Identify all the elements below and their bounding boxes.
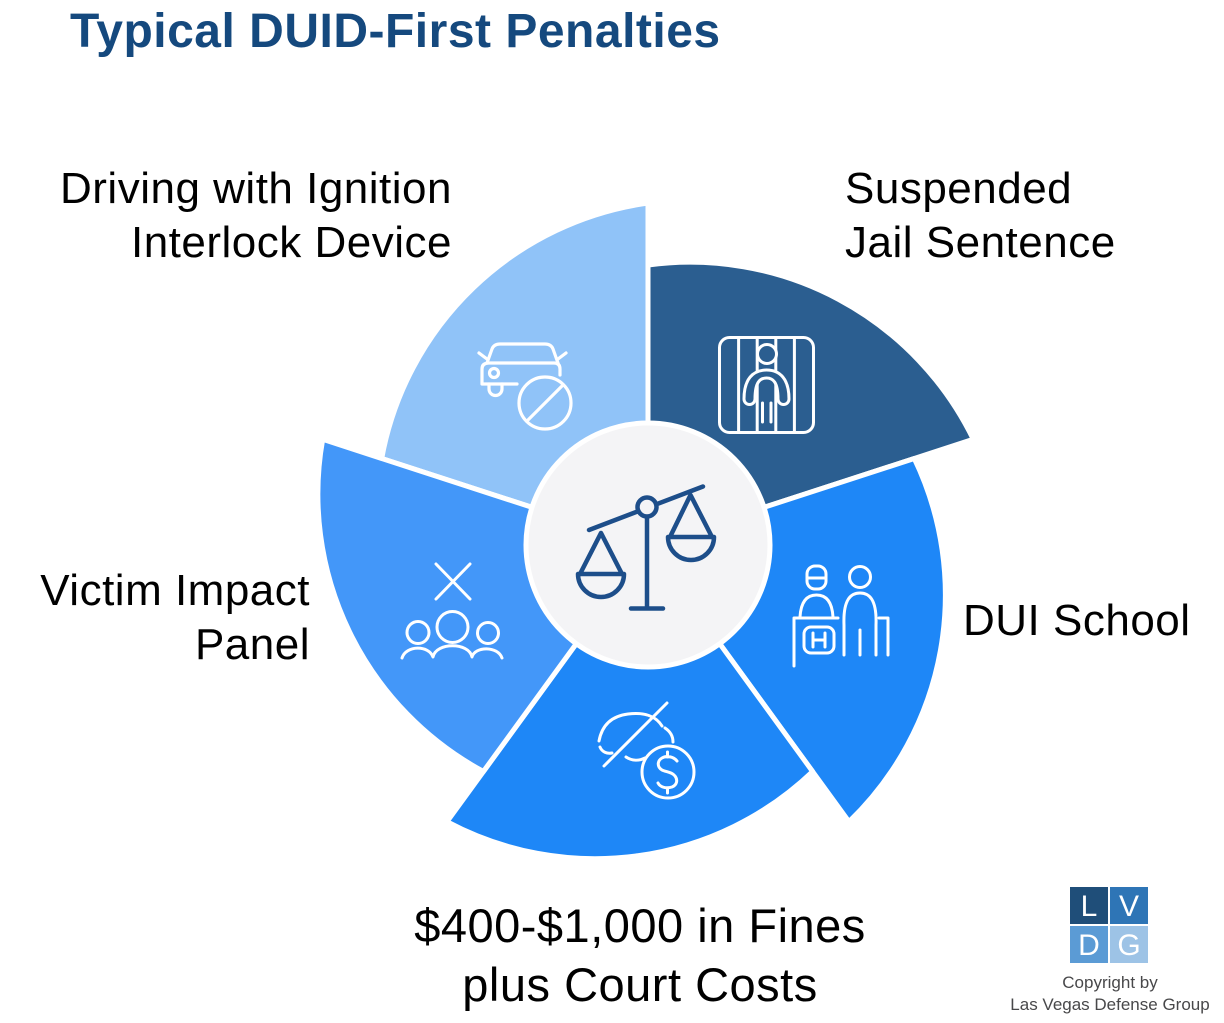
copyright-line2: Las Vegas Defense Group (1010, 995, 1210, 1014)
label-dui-school: DUI School (963, 594, 1191, 648)
logo-letter-l: L (1081, 890, 1098, 923)
label-line: Interlock Device (130, 218, 452, 267)
segment-fines-wedge (444, 542, 816, 862)
people-group-x-icon (400, 562, 504, 660)
car-dollar-icon (597, 701, 696, 800)
car-prohibited-icon (477, 342, 573, 431)
copyright-text: Copyright by Las Vegas Defense Group (995, 972, 1224, 1016)
label-ignition-interlock: Driving with Ignition Interlock Device (0, 162, 452, 270)
logo-square-l (1070, 887, 1108, 924)
label-line: plus Court Costs (462, 958, 818, 1011)
copyright-line1: Copyright by (1062, 973, 1158, 992)
label-suspended-jail: Suspended Jail Sentence (845, 162, 1215, 270)
logo-letter-v: V (1119, 890, 1139, 923)
logo-square-d (1070, 926, 1108, 963)
label-line: DUI School (963, 596, 1191, 645)
label-line: Jail Sentence (845, 218, 1116, 267)
logo-letter-d: D (1078, 929, 1100, 962)
page-title: Typical DUID-First Penalties (70, 5, 721, 58)
logo-letter-g: G (1117, 929, 1140, 962)
label-victim-impact: Victim Impact Panel (0, 564, 310, 672)
logo-square-v (1110, 887, 1148, 924)
label-fines: $400-$1,000 in Fines plus Court Costs (330, 896, 950, 1014)
label-line: Driving with Ignition (60, 164, 452, 213)
label-line: Victim Impact (40, 566, 310, 615)
label-line: Suspended (845, 164, 1073, 213)
scales-of-justice-icon (575, 484, 717, 611)
officer-and-student-icon (792, 564, 890, 668)
logo-square-g (1110, 926, 1148, 963)
label-line: $400-$1,000 in Fines (414, 899, 866, 952)
label-line: Panel (194, 620, 310, 669)
lvdg-logo: L V D G (1070, 887, 1148, 963)
inmate-behind-bars-icon (718, 336, 815, 434)
